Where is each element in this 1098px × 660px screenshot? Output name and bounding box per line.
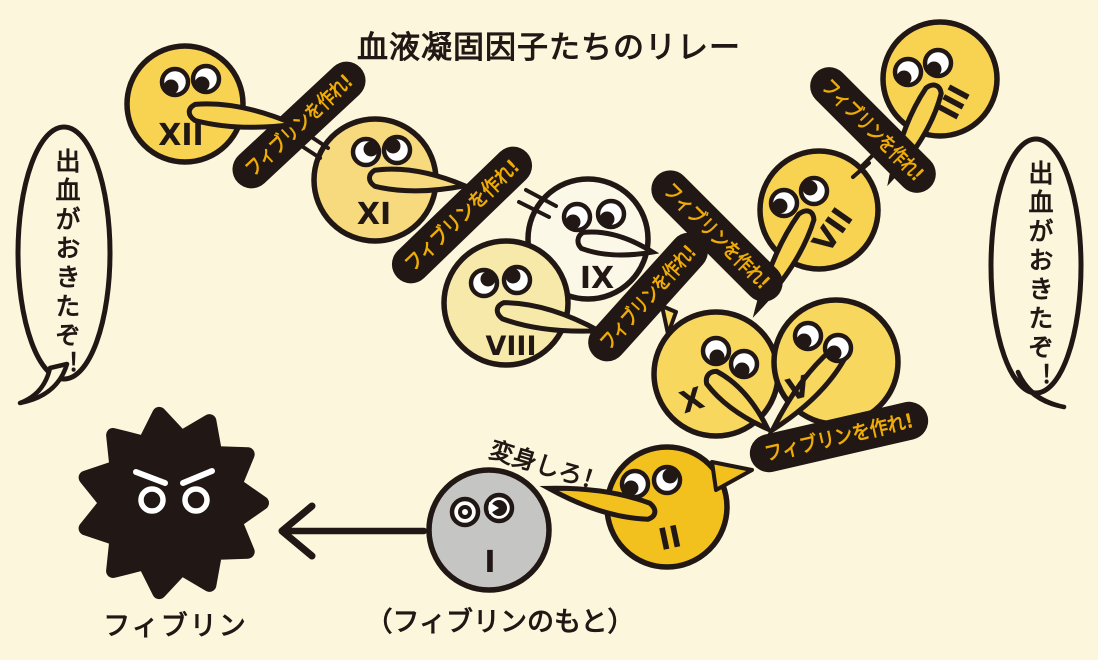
factor-vii [748,148,881,314]
label-i: I [484,545,495,580]
speech-text-left: 出血がおきたぞ！ [52,148,81,380]
eyes-iii [892,47,954,88]
transform-arrow [278,502,428,560]
arm-vii [851,161,871,179]
factor-iii [881,19,1000,182]
label-ix: IX [580,261,614,296]
label-xi: XI [357,197,391,232]
eyes-ix [561,198,627,233]
fibrin-face [133,468,215,514]
fibrinogen-note: （フィブリンのもと） [365,607,635,638]
label-viii: VIII [485,331,536,362]
arm-xi [295,141,322,160]
fibrin-clot [78,406,269,600]
baton-x-to-ii: フィブリンを作れ! [749,401,929,473]
arm-xi [302,130,330,150]
label-xii: XII [158,118,203,153]
arm-ix [517,200,551,219]
arm-ix [524,188,558,208]
bubble-tail [1015,369,1067,410]
eyes-x [700,335,760,380]
speech-text-right: 出血がおきたぞ！ [1025,160,1054,392]
fibrin-label: フィブリン [103,611,248,642]
eyes-xii [159,63,222,98]
speech-bubble-right [988,136,1084,410]
speech-bubble-left [15,124,113,406]
eyes-i [449,492,515,528]
eyes-v [792,320,854,364]
eyes-ii [619,464,683,500]
fibrin-blob-shape [78,406,269,600]
factor-x [651,304,781,437]
page-title: 血液凝固因子たちのリレー [357,30,741,66]
arm-x [660,304,678,336]
eyes-viii [468,264,533,299]
bubble-tail [17,361,70,406]
eyes-xi [350,134,413,168]
eyes-vii [768,175,830,219]
arm-ii [710,460,754,492]
